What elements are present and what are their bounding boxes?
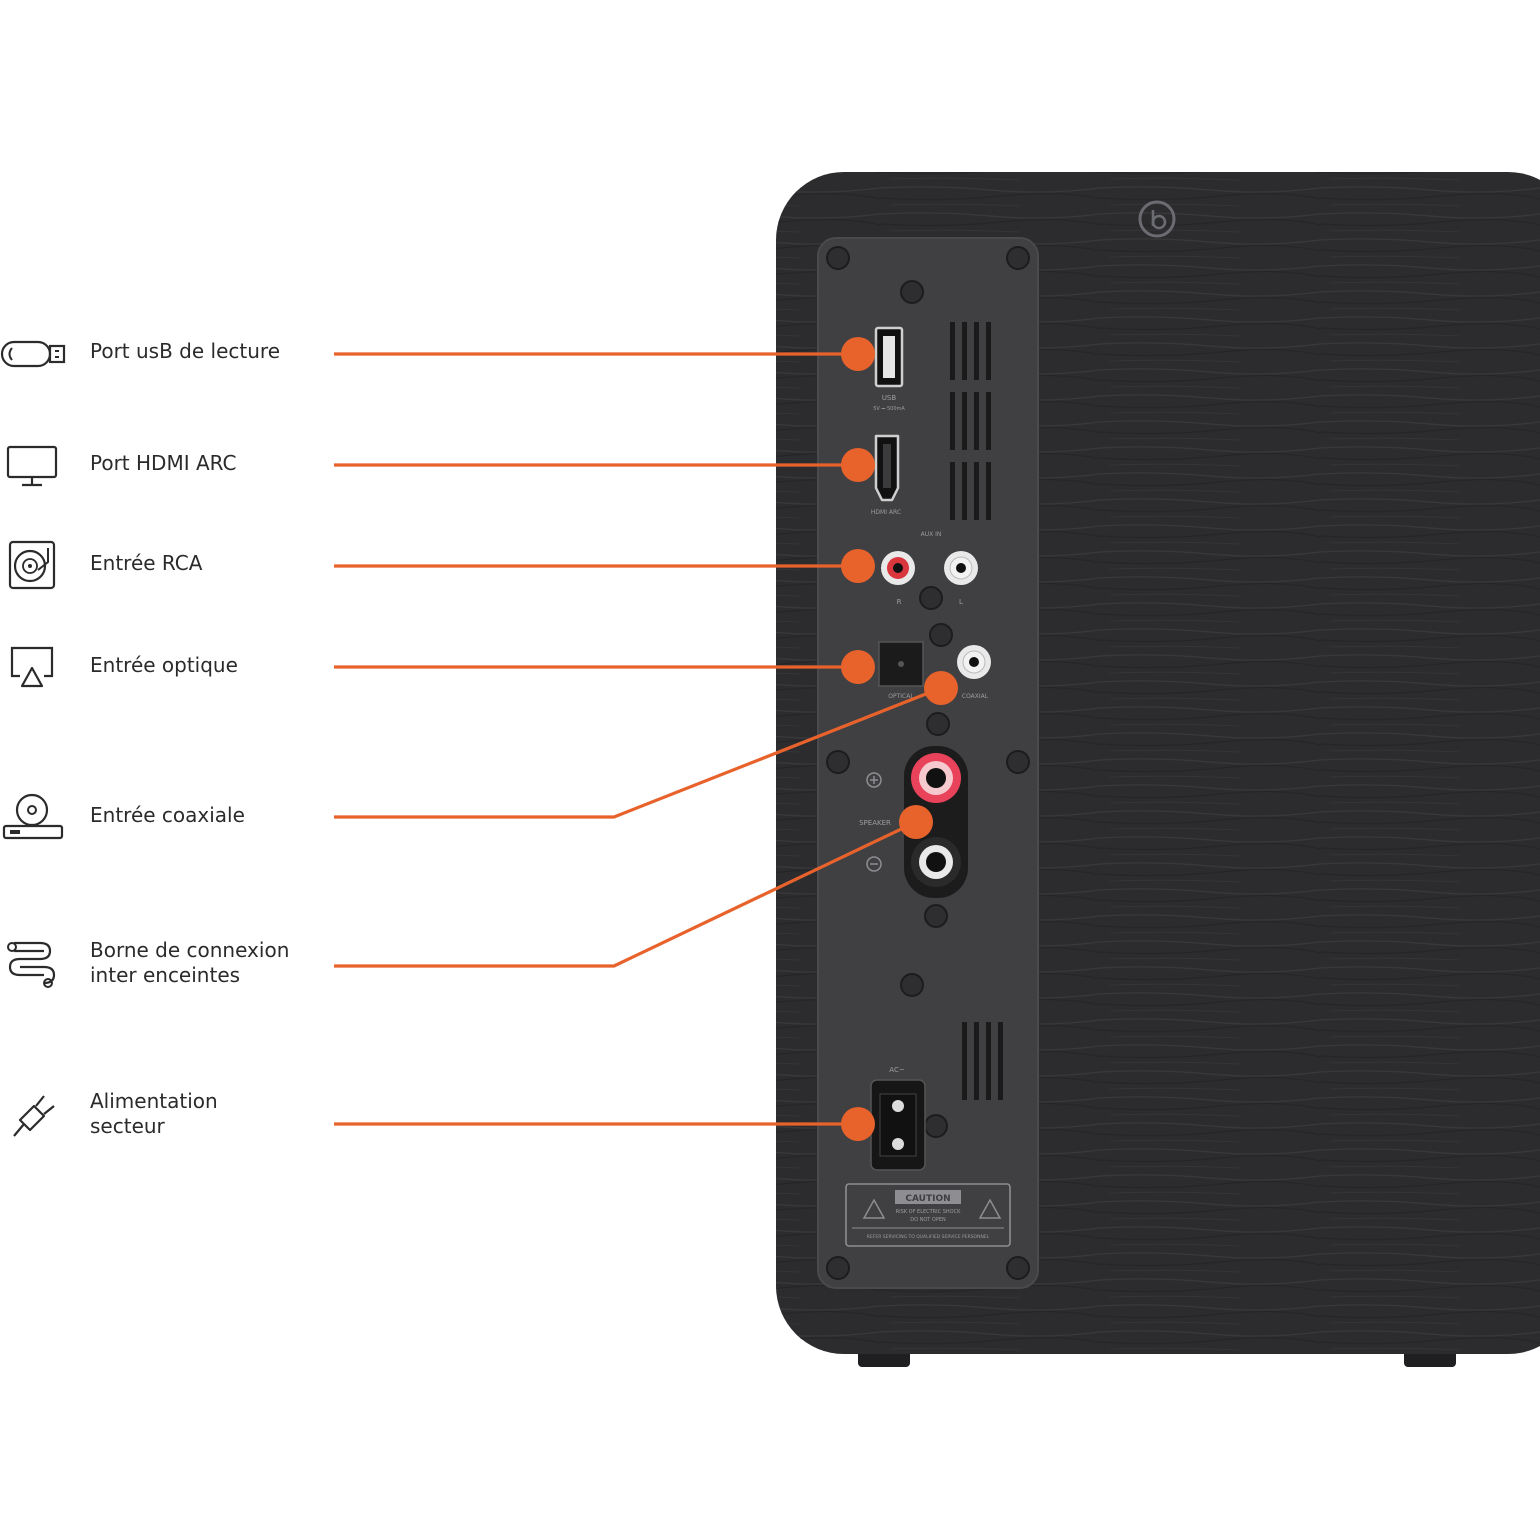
- callout-dot-optical: [841, 650, 875, 684]
- panel-label-rca-r: R: [897, 598, 902, 606]
- plug-icon: [13, 1095, 55, 1137]
- cable-icon: [7, 941, 56, 988]
- ac-power-socket: [870, 1079, 926, 1171]
- callout-leaders: [334, 352, 942, 1126]
- monitor-icon: [6, 445, 58, 487]
- label-power-line-2: secteur: [90, 1114, 165, 1138]
- label-rca-line-1: Entrée RCA: [90, 551, 203, 575]
- turntable-icon: [8, 540, 56, 590]
- label-optical-line-1: Entrée optique: [90, 653, 238, 677]
- label-hdmi: Port HDMI ARC: [90, 451, 237, 476]
- label-speaker-line-2: inter enceintes: [90, 963, 241, 987]
- usb-stick-icon: [0, 340, 66, 368]
- caution-title: CAUTION: [905, 1194, 950, 1204]
- caution-line-1: RISK OF ELECTRIC SHOCK: [896, 1209, 961, 1215]
- rca-jack-right: [881, 551, 915, 585]
- label-coax: Entrée coaxiale: [90, 803, 245, 828]
- panel-label-speaker: SPEAKER: [859, 819, 891, 827]
- panel-label-usb-spec: 5V ⎓ 500mA: [873, 406, 905, 412]
- panel-screws: [826, 246, 1030, 1280]
- polarity-plus-icon: [866, 772, 882, 788]
- callout-dot-power: [841, 1107, 875, 1141]
- panel-label-hdmi: HDMI ARC: [871, 509, 901, 516]
- leader-speaker: [334, 820, 917, 968]
- label-rca: Entrée RCA: [90, 551, 202, 576]
- label-optical: Entrée optique: [90, 653, 238, 678]
- panel-label-ac: AC~: [889, 1066, 905, 1074]
- label-usb-line-1: Port usB de lecture: [90, 339, 280, 363]
- panel-label-rca-l: L: [959, 598, 963, 606]
- label-power-line-1: Alimentation: [90, 1089, 218, 1113]
- label-hdmi-line-1: Port HDMI ARC: [90, 451, 237, 475]
- label-speaker-terminal: Borne de connexion inter enceintes: [90, 938, 289, 988]
- caution-line-3: REFER SERVICING TO QUALIFIED SERVICE PER…: [867, 1234, 990, 1240]
- caution-line-2: DO NOT OPEN: [910, 1217, 946, 1223]
- panel-label-optical: OPTICAL: [888, 693, 914, 700]
- airplay-screen-icon: [10, 646, 54, 688]
- polarity-minus-icon: [866, 856, 882, 872]
- rca-jack-left: [944, 551, 978, 585]
- vent-slots-lower: [962, 1022, 1003, 1100]
- usb-port: [874, 326, 904, 388]
- callout-dot-hdmi: [841, 448, 875, 482]
- leader-coax: [334, 686, 942, 819]
- label-coax-line-1: Entrée coaxiale: [90, 803, 245, 827]
- panel-label-coaxial: COAXIAL: [962, 693, 989, 700]
- callout-dot-speaker: [899, 805, 933, 839]
- speaker-terminal-block: [904, 746, 968, 898]
- vent-slots-upper: [950, 322, 991, 520]
- panel-label-usb: USB: [882, 394, 897, 402]
- label-speaker-line-1: Borne de connexion: [90, 938, 290, 962]
- callout-dot-rca: [841, 549, 875, 583]
- caution-label: [845, 1183, 1011, 1247]
- label-power: Alimentation secteur: [90, 1089, 218, 1139]
- coaxial-jack: [957, 645, 991, 679]
- callout-dot-usb: [841, 337, 875, 371]
- callout-dot-coax: [924, 671, 958, 705]
- optical-port: [878, 641, 924, 687]
- panel-label-aux: AUX IN: [921, 531, 942, 538]
- cd-player-icon: [2, 793, 64, 840]
- hdmi-port: [874, 434, 900, 502]
- callout-dots: [841, 337, 958, 1141]
- label-usb: Port usB de lecture: [90, 339, 280, 364]
- brand-logo: [1138, 200, 1176, 238]
